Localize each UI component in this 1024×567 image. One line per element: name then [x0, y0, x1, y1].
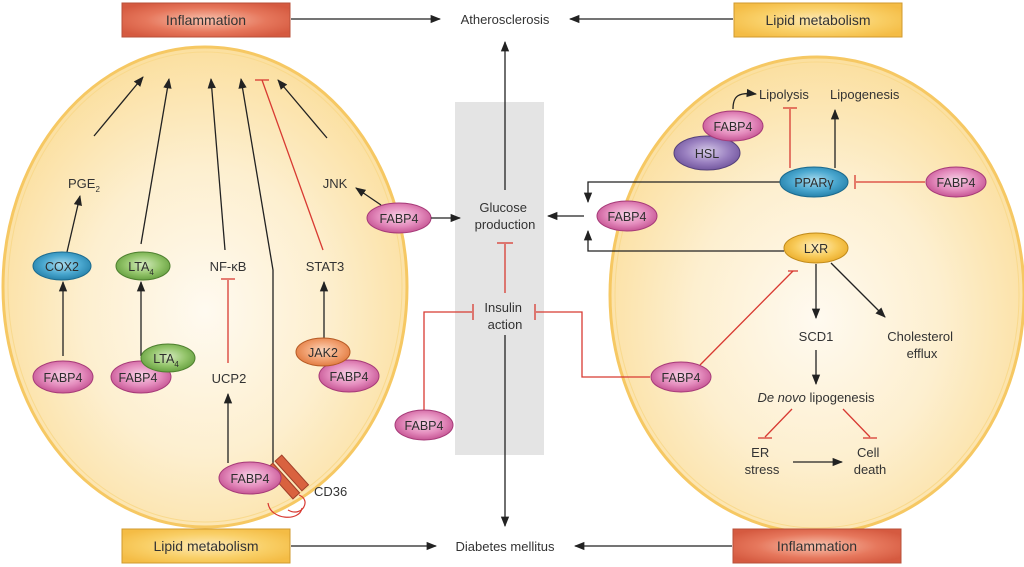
- arrow-fabp4-hsl-to-lipolysis: [732, 88, 758, 110]
- scd1-label: SCD1: [799, 329, 834, 344]
- svg-text:FABP4: FABP4: [937, 176, 976, 190]
- arrow-lxr-to-bracket: [583, 229, 784, 252]
- arrow-lta4-to-inflammation: [140, 77, 172, 245]
- stat3-label: STAT3: [306, 259, 345, 274]
- inhibit-fabp4-right-to-insulin: [534, 304, 650, 378]
- fabp4-cd36-node: FABP4: [218, 461, 282, 495]
- inhibit-insulin-to-glucose: [497, 242, 513, 293]
- arrow-jnk-to-inflammation: [277, 79, 328, 139]
- arrow-pge2-to-inflammation: [93, 76, 144, 137]
- jak2-node: JAK2: [295, 337, 351, 367]
- ppar-gamma-node: PPARγ: [779, 166, 849, 198]
- inhibit-stat3-to-inflammation: [255, 79, 324, 251]
- inhibit-lipogenesis-to-er-stress: [758, 408, 793, 439]
- arrow-fabp4-cd36-to-inflammation: [238, 77, 274, 463]
- hsl-node: HSL: [673, 135, 741, 171]
- fabp4-bottom-node: FABP4: [394, 409, 454, 441]
- arrow-nfkb-to-inflammation: [207, 77, 226, 251]
- arrow-cox2-to-pge2: [66, 194, 82, 253]
- outcome-atherosclerosis: Atherosclerosis: [461, 12, 550, 27]
- fabp4-hsl-node: FABP4: [702, 110, 764, 142]
- cd36-label: CD36: [314, 484, 347, 499]
- inhibit-lipogenesis-to-cell-death: [842, 408, 877, 439]
- box-inflammation-top: Inflammation: [121, 2, 291, 38]
- svg-text:JAK2: JAK2: [308, 346, 338, 360]
- ucp2-label: UCP2: [212, 371, 247, 386]
- svg-text:FABP4: FABP4: [44, 371, 83, 385]
- svg-text:FABP4: FABP4: [330, 370, 369, 384]
- arrow-ppar-to-bracket: [583, 181, 782, 204]
- lipolysis-label: Lipolysis: [759, 87, 809, 102]
- pge2-label: PGE2: [68, 176, 100, 194]
- inhibit-fabp4-bottom-to-insulin: [423, 304, 474, 410]
- box-inflammation-bottom: Inflammation: [732, 528, 902, 564]
- box-inflammation-bottom-label: Inflammation: [777, 538, 857, 554]
- glucose-production-label: Glucose production: [475, 200, 536, 232]
- svg-text:COX2: COX2: [45, 260, 79, 274]
- svg-text:FABP4: FABP4: [405, 419, 444, 433]
- fabp4-lxr-node: FABP4: [650, 361, 712, 393]
- insulin-action-label: Insulin action: [484, 300, 525, 332]
- lipogenesis-label: Lipogenesis: [830, 87, 900, 102]
- box-lipid-bottom-label: Lipid metabolism: [153, 538, 258, 554]
- box-lipid-bottom: Lipid metabolism: [121, 528, 291, 564]
- svg-text:FABP4: FABP4: [380, 212, 419, 226]
- jnk-label: JNK: [323, 176, 348, 191]
- inhibit-fabp4-to-ppar: [854, 175, 925, 189]
- outcome-diabetes: Diabetes mellitus: [456, 539, 555, 554]
- er-stress-label: ER stress: [745, 445, 780, 477]
- fabp4-cox2-node: FABP4: [32, 360, 94, 394]
- inhibit-ucp2-to-nfkb: [221, 278, 235, 363]
- box-inflammation-top-label: Inflammation: [166, 12, 246, 28]
- inhibit-fabp4-to-lxr: [699, 270, 798, 366]
- svg-text:LXR: LXR: [804, 242, 828, 256]
- lxr-node: LXR: [783, 232, 849, 264]
- center-band: [455, 102, 544, 455]
- lta4-top-node: LTA4: [115, 251, 171, 281]
- svg-text:FABP4: FABP4: [119, 371, 158, 385]
- box-lipid-top: Lipid metabolism: [733, 2, 903, 38]
- lta4-bottom-node: LTA4: [140, 343, 196, 373]
- box-lipid-top-label: Lipid metabolism: [765, 12, 870, 28]
- left-cell: [1, 45, 409, 529]
- nfkb-label: NF-κB: [210, 259, 247, 274]
- svg-text:PPARγ: PPARγ: [794, 176, 834, 190]
- fabp4-ppar-node: FABP4: [925, 166, 987, 198]
- fabp4-glucose-node: FABP4: [366, 202, 432, 234]
- svg-text:FABP4: FABP4: [608, 210, 647, 224]
- fabp4-jak2-node: FABP4: [318, 359, 380, 393]
- svg-text:HSL: HSL: [695, 147, 719, 161]
- svg-text:FABP4: FABP4: [231, 472, 270, 486]
- svg-text:FABP4: FABP4: [662, 371, 701, 385]
- inhibit-ppar-to-lipolysis: [783, 107, 797, 168]
- cell-death-label: Cell death: [854, 445, 887, 477]
- arrow-lxr-to-cholesterol: [830, 262, 886, 318]
- svg-text:LTA4: LTA4: [128, 260, 154, 277]
- svg-text:FABP4: FABP4: [714, 120, 753, 134]
- de-novo-lipogenesis-label: De novo lipogenesis: [757, 390, 875, 405]
- fabp4-right-glucose-node: FABP4: [596, 200, 658, 232]
- svg-text:LTA4: LTA4: [153, 352, 179, 369]
- cox2-node: COX2: [32, 251, 92, 281]
- cholesterol-efflux-label: Cholesterol efflux: [887, 329, 956, 361]
- arrow-fabp4-to-jnk: [355, 187, 382, 206]
